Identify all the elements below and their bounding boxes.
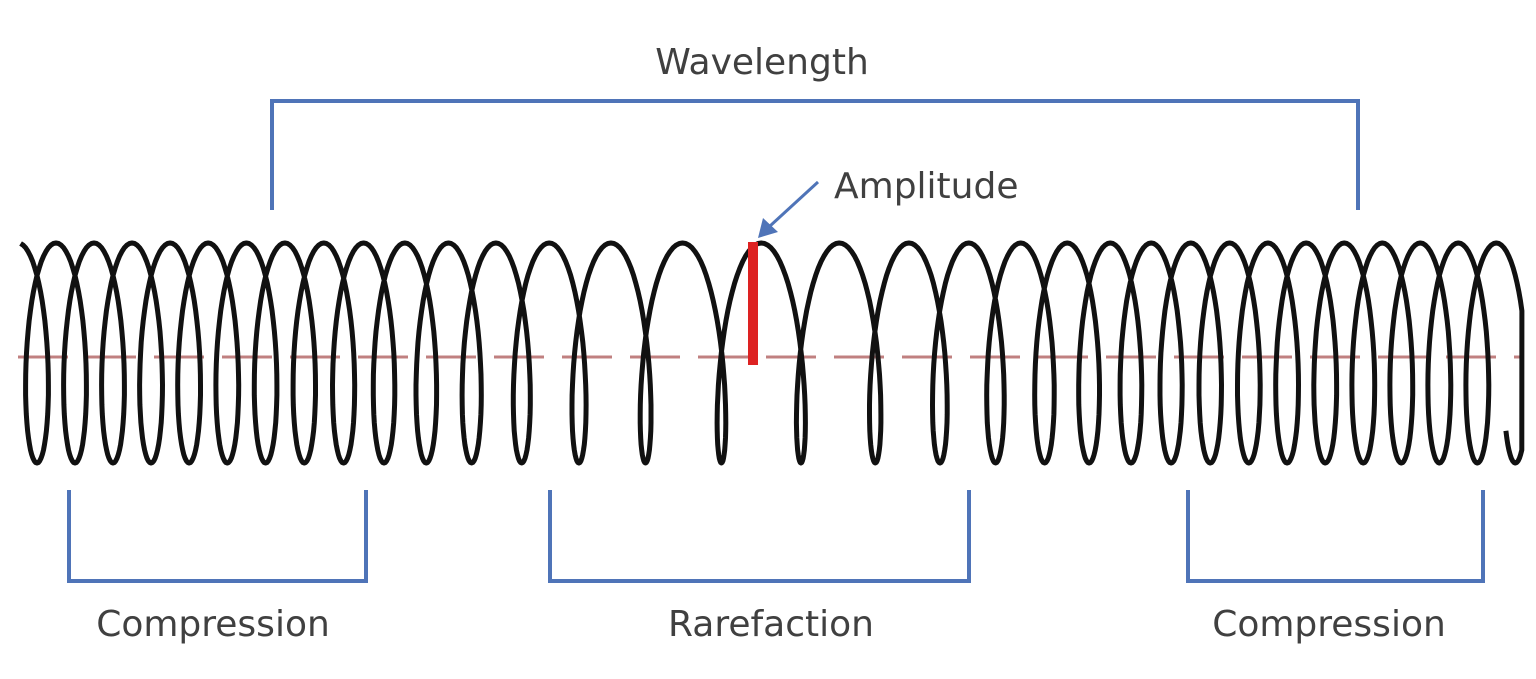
compression-left-label: Compression bbox=[96, 604, 330, 645]
wavelength-label: Wavelength bbox=[655, 42, 869, 83]
rarefaction-label: Rarefaction bbox=[668, 604, 874, 645]
wavelength-bracket bbox=[270, 99, 1360, 210]
amplitude-label: Amplitude bbox=[834, 166, 1018, 207]
compression-right-bracket bbox=[1186, 490, 1485, 583]
compression-right-label: Compression bbox=[1212, 604, 1446, 645]
amplitude-arrow-head bbox=[758, 218, 778, 238]
amplitude-arrow bbox=[768, 180, 820, 228]
compression-left-bracket bbox=[67, 490, 368, 583]
spring-coil bbox=[19, 240, 1525, 466]
rarefaction-bracket bbox=[548, 490, 971, 583]
